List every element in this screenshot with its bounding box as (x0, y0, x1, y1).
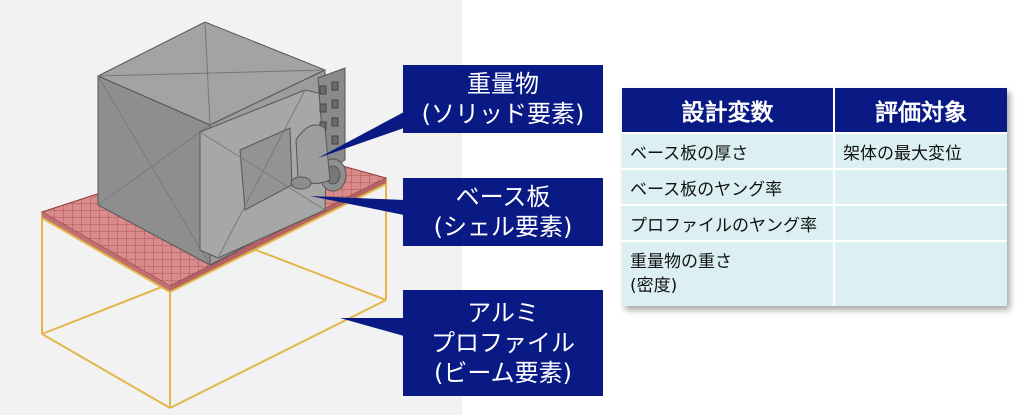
callout-alu-line1: アルミ (467, 299, 539, 327)
cell-target (834, 240, 1007, 306)
callout-base-line2: (シェル要素) (433, 213, 573, 241)
cell-variable: ベース板の厚さ (622, 132, 835, 169)
callout-heavy-line1: 重量物 (467, 70, 539, 98)
cell-variable: ベース板のヤング率 (622, 168, 835, 205)
cell-target: 架体の最大変位 (834, 132, 1007, 169)
cell-variable: プロファイルのヤング率 (622, 204, 835, 241)
heavy-solid-body (96, 21, 347, 266)
callout-base-line1: ベース板 (455, 183, 551, 211)
cell-variable-line2: (密度) (630, 276, 678, 296)
callout-heavy-object: 重量物 (ソリッド要素) (403, 65, 603, 133)
table-row: 重量物の重さ (密度) (622, 240, 1007, 306)
callout-base-plate: ベース板 (シェル要素) (403, 178, 603, 246)
design-variable-table: 設計変数 評価対象 ベース板の厚さ 架体の最大変位 ベース板のヤング率 プロファ… (622, 88, 1007, 306)
callout-alu-line2: プロファイル (431, 329, 575, 357)
callout-alu-line3: (ビーム要素) (433, 359, 572, 387)
table-header-row: 設計変数 評価対象 (622, 88, 1007, 133)
header-evaluation-target: 評価対象 (834, 88, 1007, 133)
cell-variable-multiline: 重量物の重さ (密度) (622, 240, 835, 306)
table-row: ベース板のヤング率 (622, 168, 1007, 205)
cell-variable-line1: 重量物の重さ (630, 252, 732, 272)
callout-aluminum-profile: アルミ プロファイル (ビーム要素) (403, 290, 603, 396)
callout-heavy-line2: (ソリッド要素) (421, 100, 585, 128)
callout-pointers (310, 112, 404, 336)
table-row: プロファイルのヤング率 (622, 204, 1007, 241)
header-design-variables: 設計変数 (622, 88, 835, 133)
cell-target (834, 168, 1007, 205)
cell-target (834, 204, 1007, 241)
table-row: ベース板の厚さ 架体の最大変位 (622, 132, 1007, 169)
